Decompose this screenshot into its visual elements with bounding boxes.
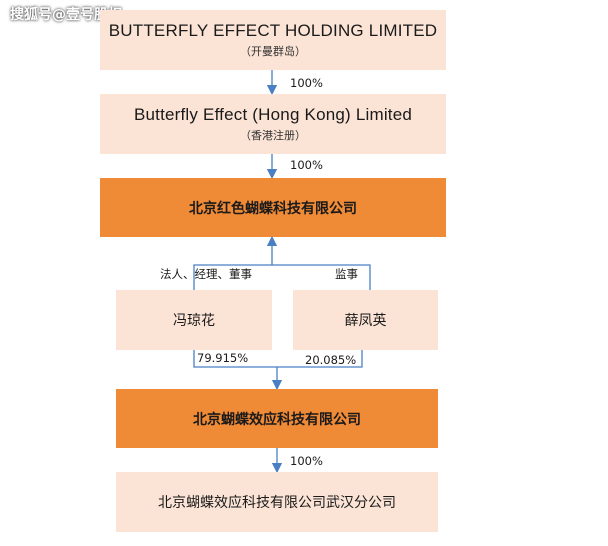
node-name: BUTTERFLY EFFECT HOLDING LIMITED <box>108 21 438 40</box>
node-name: 北京蝴蝶效应科技有限公司 <box>193 411 361 428</box>
node-beijing-butterfly-effect: 北京蝴蝶效应科技有限公司 <box>116 389 438 448</box>
role-connector <box>193 264 371 290</box>
watermark: 搜狐号@壹号股权 <box>10 7 122 23</box>
node-xue-fengying: 薛凤英 <box>293 290 438 350</box>
role-feng: 法人、经理、董事 <box>160 267 252 281</box>
node-feng-qionghua: 冯琼花 <box>116 290 272 350</box>
pct-feng: 79.915% <box>197 351 249 365</box>
role-xue: 监事 <box>335 267 358 281</box>
node-butterfly-effect-hk: Butterfly Effect (Hong Kong) Limited （香港… <box>100 94 446 154</box>
node-butterfly-effect-holding: BUTTERFLY EFFECT HOLDING LIMITED （开曼群岛） <box>100 10 446 70</box>
pct-bj-wuhan: 100% <box>290 454 323 468</box>
node-name: Butterfly Effect (Hong Kong) Limited <box>133 105 413 124</box>
node-name: 北京蝴蝶效应科技有限公司武汉分公司 <box>158 495 396 511</box>
pct-bvi-hk: 100% <box>290 76 323 90</box>
share-connector <box>193 350 363 368</box>
pct-xue: 20.085% <box>305 353 357 367</box>
node-note: （香港注册） <box>240 129 306 142</box>
pct-hk-red: 100% <box>290 158 323 172</box>
node-wuhan-branch: 北京蝴蝶效应科技有限公司武汉分公司 <box>116 472 438 532</box>
node-name: 薛凤英 <box>344 313 387 329</box>
node-name: 北京红色蝴蝶科技有限公司 <box>189 200 357 217</box>
node-name: 冯琼花 <box>173 313 215 329</box>
node-note: （开曼群岛） <box>240 45 306 58</box>
node-beijing-red-butterfly: 北京红色蝴蝶科技有限公司 <box>100 178 446 237</box>
